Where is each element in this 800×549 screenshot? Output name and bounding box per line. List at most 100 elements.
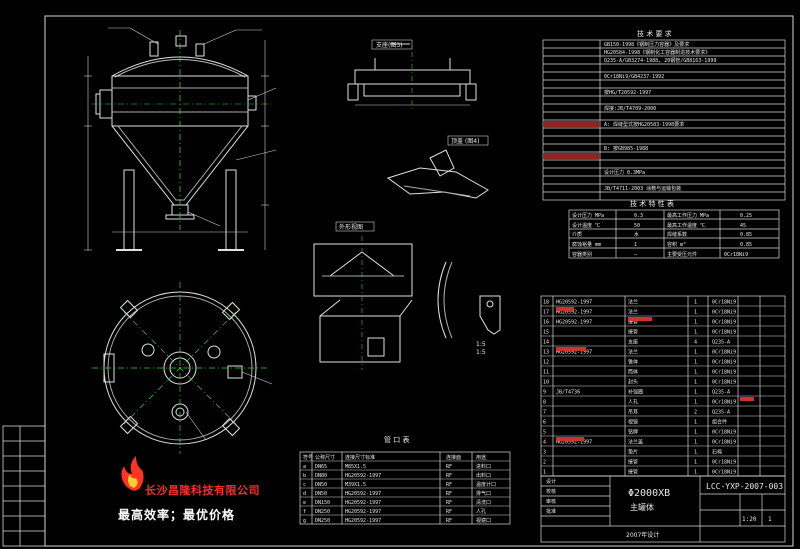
parts-cell-code: HG20592-1997 bbox=[556, 300, 592, 306]
tech-data-value: 0.85 bbox=[740, 242, 752, 248]
tech-data-key: 腐蚀裕量 mm bbox=[572, 241, 601, 248]
parts-cell-mat: 0Cr18Ni9 bbox=[712, 320, 736, 326]
parts-cell-no: 1 bbox=[543, 470, 546, 476]
parts-cell-name: 封头 bbox=[628, 379, 638, 386]
tech-data-key: 容器类别 bbox=[572, 251, 592, 258]
plan-center-lines bbox=[92, 282, 268, 454]
title-block-subtitle: 主罐体 bbox=[630, 502, 654, 512]
tech-data-key: 最高工作温度 ℃ bbox=[667, 222, 705, 229]
parts-cell-name: 垫片 bbox=[628, 449, 638, 456]
detail-b-label: 顶盖 (图4) bbox=[451, 137, 479, 145]
nozzle-table-title: 管 口 表 bbox=[384, 435, 409, 444]
nozzle-cell-u: 进料口 bbox=[476, 463, 491, 470]
tech-data-value: 0.25 bbox=[740, 213, 752, 219]
parts-cell-code: HG20592-1997 bbox=[556, 440, 592, 446]
detail-c-label: 外形视图 bbox=[339, 223, 363, 231]
nozzle-cell-s: g bbox=[303, 518, 306, 524]
company-logo-flame bbox=[121, 456, 144, 491]
nozzle-cell-f: RF bbox=[446, 491, 452, 497]
tech-data-key: 最高工作压力 MPa bbox=[667, 212, 709, 219]
parts-cell-no: 2 bbox=[543, 460, 546, 466]
nozzle-cell-d: DN65 bbox=[315, 464, 327, 470]
nozzle-cell-d: DN250 bbox=[315, 509, 330, 515]
detail-hood bbox=[313, 243, 413, 363]
parts-cell-name: 吊耳 bbox=[628, 410, 638, 416]
nozzle-cell-f: RF bbox=[446, 509, 452, 515]
nozzle-header-cell: 符号 bbox=[303, 454, 313, 461]
parts-cell-mat: Q235-A bbox=[712, 410, 730, 416]
tech-data-key: 介质 bbox=[572, 231, 582, 238]
parts-cell-no: 17 bbox=[543, 310, 549, 316]
nozzle-header-cell: 用途 bbox=[476, 454, 486, 461]
parts-cell-mat: 0Cr18Ni9 bbox=[712, 440, 736, 446]
nozzle-cell-f: RF bbox=[446, 473, 452, 479]
parts-cell-qty: 1 bbox=[694, 360, 697, 366]
parts-cell-qty: 1 bbox=[694, 390, 697, 396]
parts-cell-qty: 1 bbox=[694, 460, 697, 466]
nozzle-cell-u: 排气口 bbox=[476, 490, 491, 497]
small-ref-label: 1:5 bbox=[476, 349, 486, 356]
tech-req-row: 焊接:JB/T4709-2000 bbox=[604, 105, 656, 112]
parts-cell-name: 人孔 bbox=[628, 399, 638, 406]
company-slogan: 最高效率；最优价格 bbox=[118, 508, 236, 522]
parts-cell-no: 4 bbox=[543, 440, 546, 446]
nozzle-cell-d: DN150 bbox=[315, 500, 330, 506]
parts-cell-no: 10 bbox=[543, 380, 549, 386]
parts-cell-name: 法兰 bbox=[628, 349, 638, 356]
parts-cell-name: 支座 bbox=[628, 339, 638, 346]
tech-data-key: 容积 m³ bbox=[667, 241, 686, 248]
nozzle-cell-std: HG20592-1997 bbox=[345, 491, 381, 497]
company-name: 长沙昌隆科技有限公司 bbox=[145, 484, 260, 497]
parts-cell-mat: 0Cr18Ni9 bbox=[712, 310, 736, 316]
parts-cell-code: HG20592-1997 bbox=[556, 350, 592, 356]
nozzle-cell-f: RF bbox=[446, 500, 452, 506]
parts-cell-qty: 1 bbox=[694, 370, 697, 376]
nozzle-cell-s: b bbox=[303, 473, 306, 479]
nozzle-cell-s: e bbox=[303, 500, 306, 506]
drawing-number: LCC-YXP-2007-003 bbox=[706, 482, 783, 491]
nozzle-cell-u: 清洗口 bbox=[476, 499, 491, 506]
tech-req-row: JB/T4711-2003 涂敷与运输包装 bbox=[604, 185, 681, 192]
parts-cell-qty: 1 bbox=[694, 440, 697, 446]
tech-data-value: 0Cr18Ni9 bbox=[724, 252, 748, 258]
revision-row: 设计 bbox=[546, 478, 556, 485]
parts-cell-no: 7 bbox=[543, 410, 546, 416]
plan-leaders bbox=[185, 371, 273, 441]
nozzle-cell-std: HG20592-1997 bbox=[345, 509, 381, 515]
ratio-label: 1:5 bbox=[476, 341, 486, 348]
parts-cell-name: 法兰盖 bbox=[628, 439, 643, 446]
tech-data-value: — bbox=[634, 252, 638, 258]
parts-cell-mat: 0Cr18Ni9 bbox=[712, 330, 736, 336]
nozzle-cell-u: 温度计口 bbox=[476, 481, 496, 488]
detail-label-box bbox=[371, 39, 413, 50]
nozzle-cell-s: c bbox=[303, 482, 306, 488]
parts-cell-name: 法兰 bbox=[628, 309, 638, 316]
nozzle-header-cell: 连接面 bbox=[446, 454, 461, 461]
parts-cell-name: 接管 bbox=[628, 469, 638, 476]
tech-req-title: 技 术 要 求 bbox=[637, 29, 672, 38]
drawing-scale: 1:20 bbox=[742, 516, 757, 523]
parts-cell-qty: 1 bbox=[694, 320, 697, 326]
tech-data-value: 水 bbox=[634, 231, 639, 238]
parts-cell-no: 12 bbox=[543, 360, 549, 366]
nozzle-cell-d: DN80 bbox=[315, 473, 327, 479]
tech-data-key: 焊缝系数 bbox=[667, 231, 687, 238]
parts-cell-qty: 1 bbox=[694, 330, 697, 336]
nozzle-cell-std: M39X1.5 bbox=[345, 482, 366, 488]
tech-req-row: 按HG/T20592-1997 bbox=[604, 89, 651, 96]
parts-cell-qty: 2 bbox=[694, 410, 697, 416]
nozzle-cell-s: d bbox=[303, 491, 306, 497]
tech-data-value: 0.85 bbox=[740, 232, 752, 238]
tech-data-table bbox=[568, 209, 780, 259]
parts-cell-name: 接管 bbox=[628, 319, 638, 326]
nozzle-cell-d: DN50 bbox=[315, 482, 327, 488]
parts-cell-mat: 组合件 bbox=[712, 419, 727, 426]
parts-cell-mat: Q235-A bbox=[712, 340, 730, 346]
tech-req-row: Q235-A/GB3274-1988, 20钢管/GB8163-1999 bbox=[604, 57, 716, 64]
footer-tag: 2007年设计 bbox=[626, 531, 659, 539]
tech-req-row: HG20584-1998《钢制化工容器制造技术要求》 bbox=[604, 49, 710, 56]
tech-data-key: 主要受压元件 bbox=[667, 251, 697, 258]
parts-cell-no: 5 bbox=[543, 430, 546, 436]
tech-req-row: GB150-1998《钢制压力容器》及要求 bbox=[604, 41, 689, 48]
